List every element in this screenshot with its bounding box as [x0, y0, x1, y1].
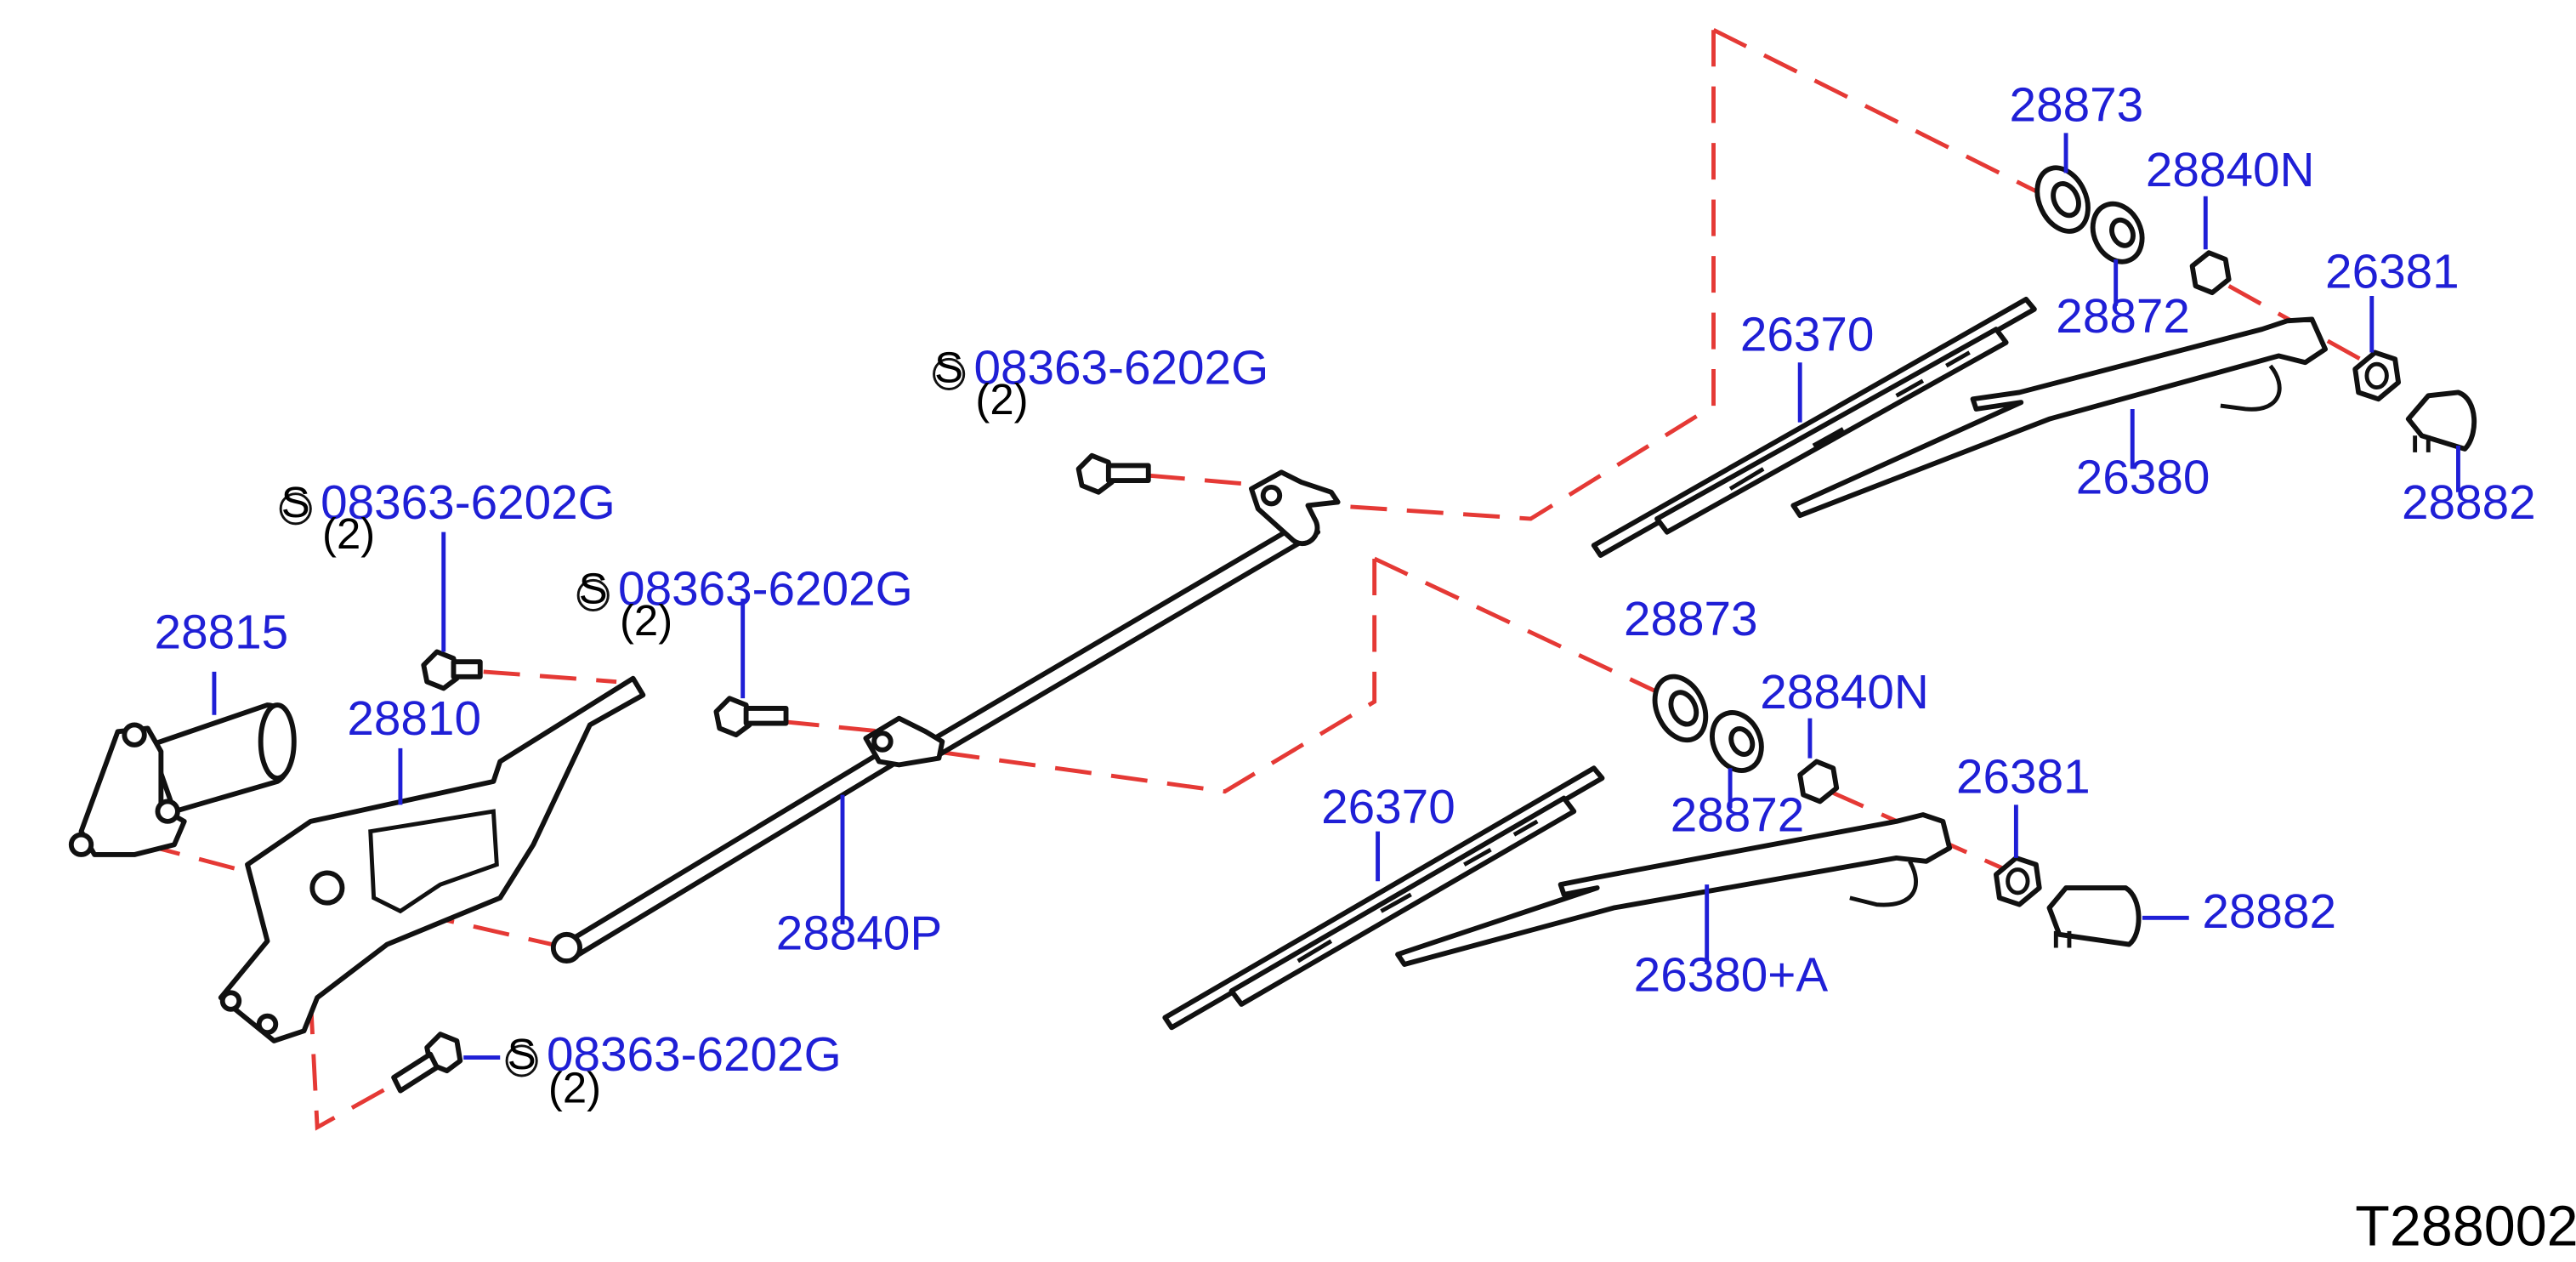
label-bracket[interactable]: 28810 — [347, 692, 481, 746]
qty-bolt-bottom: (2) — [548, 1063, 601, 1111]
label-bolt-top-center[interactable]: 08363-6202G — [973, 342, 1268, 395]
label-bottom-spacer[interactable]: 28872 — [1671, 789, 1805, 843]
top-cap[interactable] — [2405, 389, 2477, 452]
bottom-nut-26381[interactable] — [1993, 855, 2042, 907]
linkage-upper-rod[interactable] — [926, 469, 1341, 758]
bolt-upper-left[interactable] — [421, 649, 483, 691]
standard-symbol-3: S — [576, 565, 610, 613]
qty-bolt-middle: (2) — [620, 596, 672, 645]
label-bottom-cap[interactable]: 28882 — [2202, 885, 2336, 939]
qty-bolt-upper-left: (2) — [322, 509, 375, 558]
diagram-reference-code: T288002Y — [2355, 1195, 2576, 1258]
top-spacer[interactable] — [2084, 196, 2151, 270]
leader-lines — [212, 133, 2460, 1060]
bottom-wiper-blade[interactable] — [1162, 765, 1605, 1031]
linkage-lower-rod[interactable] — [550, 715, 945, 964]
top-seal[interactable] — [2028, 160, 2098, 240]
standard-symbol-text: S — [579, 565, 608, 613]
bottom-spacer[interactable] — [1703, 705, 1770, 779]
bolt-middle[interactable] — [713, 696, 789, 738]
label-bolt-middle[interactable]: 08363-6202G — [618, 563, 913, 617]
standard-symbol-text: S — [281, 478, 310, 526]
bottom-nut-28840n[interactable] — [1797, 759, 1840, 804]
label-top-cap[interactable]: 28882 — [2402, 476, 2536, 530]
dashed-assembly-lines — [144, 28, 2380, 1131]
label-bottom-nut-28840n[interactable]: 28840N — [1760, 666, 1929, 719]
wiper-bracket[interactable] — [218, 675, 646, 1043]
standard-symbol-4: S — [505, 1030, 538, 1078]
label-bottom-arm[interactable]: 26380+A — [1634, 948, 1829, 1002]
standard-symbol-text: S — [934, 344, 963, 392]
top-wiper-blade[interactable] — [1591, 297, 2037, 558]
label-bottom-nut-26381[interactable]: 26381 — [1956, 751, 2091, 804]
label-top-spacer[interactable]: 28872 — [2056, 290, 2190, 344]
label-top-seal[interactable]: 28873 — [2010, 79, 2144, 133]
top-wiper-arm[interactable] — [1790, 316, 2328, 519]
top-nut-26381[interactable] — [2352, 350, 2402, 402]
bolt-top-center[interactable] — [1075, 452, 1151, 495]
top-nut-28840n[interactable] — [2189, 250, 2232, 296]
bottom-wiper-arm[interactable] — [1395, 812, 1953, 967]
standard-symbol-text: S — [508, 1030, 536, 1078]
label-bolt-upper-left[interactable]: 08363-6202G — [321, 476, 616, 530]
standard-symbol-2: S — [279, 478, 312, 526]
label-top-nut-28840n[interactable]: 28840N — [2146, 144, 2315, 197]
label-linkage[interactable]: 28840P — [776, 907, 942, 960]
label-top-arm[interactable]: 26380 — [2076, 452, 2210, 505]
bottom-cap[interactable] — [2046, 885, 2142, 948]
qty-bolt-top-center: (2) — [975, 375, 1028, 424]
label-bolt-bottom[interactable]: 08363-6202G — [547, 1028, 842, 1082]
bolt-bottom[interactable] — [391, 1032, 463, 1094]
wiper-motor[interactable] — [68, 702, 297, 857]
label-top-nut-26381[interactable]: 26381 — [2325, 245, 2460, 298]
standard-symbol-1: S — [933, 344, 966, 392]
label-bottom-seal[interactable]: 28873 — [1624, 593, 1758, 646]
callout-labels: 28873 28840N 28872 26381 26370 26380 288… — [155, 79, 2536, 1112]
bottom-seal[interactable] — [1645, 668, 1716, 748]
label-top-blade[interactable]: 26370 — [1740, 309, 1875, 362]
label-motor[interactable]: 28815 — [155, 606, 289, 660]
label-bottom-blade[interactable]: 26370 — [1321, 781, 1455, 834]
